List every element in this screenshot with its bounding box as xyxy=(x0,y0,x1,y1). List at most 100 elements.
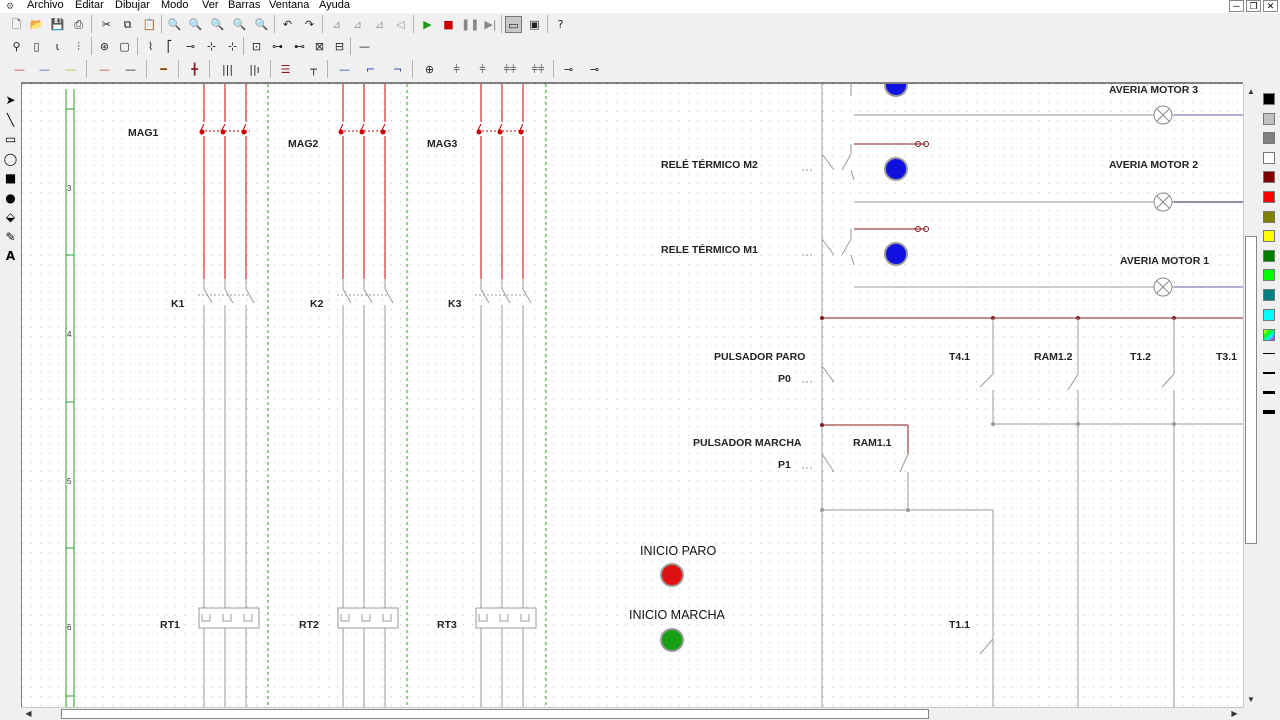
tee-icon[interactable]: ┬ xyxy=(310,63,317,76)
horizontal-scrollbar[interactable]: ◀ ▶ xyxy=(21,707,1243,720)
menu-dibujar[interactable]: Dibujar xyxy=(115,0,150,11)
sensor-icon[interactable]: ⊷ xyxy=(294,40,305,53)
copy-icon[interactable]: ⧉ xyxy=(123,18,132,31)
color-swatch[interactable] xyxy=(1263,132,1275,145)
pointer-icon[interactable]: ➤ xyxy=(5,93,16,107)
fill-bucket-icon[interactable]: ⬙ xyxy=(5,210,16,224)
switch-icon[interactable]: ⌇ xyxy=(147,40,154,53)
pushbutton-icon[interactable]: ⚲ xyxy=(12,40,21,53)
color-swatch[interactable] xyxy=(1263,93,1275,105)
new-file-icon[interactable]: 🗋 xyxy=(12,18,21,31)
print-icon[interactable]: ⎙ xyxy=(74,18,83,31)
align-icon[interactable]: ◁ xyxy=(396,18,405,31)
color-swatch[interactable] xyxy=(1263,210,1275,223)
control-wire-icon[interactable]: — xyxy=(339,63,350,76)
pause-icon[interactable]: ❚❚ xyxy=(461,18,480,31)
paste-icon[interactable]: 📋 xyxy=(142,18,157,31)
line-width-option[interactable] xyxy=(1263,410,1275,414)
open-folder-icon[interactable]: 📂 xyxy=(29,18,44,31)
red-wire-icon[interactable]: — xyxy=(14,63,25,76)
menu-ayuda[interactable]: Ayuda xyxy=(319,0,350,11)
cut-icon[interactable]: ✂ xyxy=(101,18,112,31)
contact-icon[interactable]: ɩ xyxy=(55,40,60,53)
stop-icon[interactable]: ■ xyxy=(443,18,454,31)
help-icon[interactable]: ? xyxy=(557,18,564,31)
color-swatch[interactable] xyxy=(1263,191,1275,203)
neutral-wire-icon[interactable]: — xyxy=(125,63,136,76)
filled-ellipse-icon[interactable]: ● xyxy=(5,191,16,205)
text-tool-icon[interactable]: A xyxy=(5,249,16,263)
transformer-icon[interactable]: ⊶ xyxy=(272,40,283,53)
coil-icon[interactable]: ▢ xyxy=(119,40,130,53)
simulation-mode-icon[interactable]: ▭ xyxy=(505,16,522,33)
blue-wire-icon[interactable]: — xyxy=(39,63,50,76)
color-swatch[interactable] xyxy=(1263,308,1275,321)
bus-icon[interactable]: ━ xyxy=(160,63,167,76)
minimize-button[interactable]: ─ xyxy=(1229,0,1244,12)
color-swatch[interactable] xyxy=(1263,230,1275,243)
terminal-icon[interactable]: ⊟ xyxy=(334,40,345,53)
save-icon[interactable]: 💾 xyxy=(50,18,65,31)
scroll-left-icon[interactable]: ◀ xyxy=(25,709,32,718)
line-tool-icon[interactable]: ╲ xyxy=(6,113,15,127)
breaker3-icon[interactable]: ⫩⫩ xyxy=(503,63,517,76)
connector2-icon[interactable]: ⊸ xyxy=(589,63,600,76)
close-button[interactable]: ✕ xyxy=(1263,0,1278,12)
color-swatch[interactable] xyxy=(1263,151,1275,164)
redo-icon[interactable]: ↷ xyxy=(304,18,315,31)
eyedropper-icon[interactable]: ✎ xyxy=(5,230,16,244)
schematic-canvas[interactable]: 3 4 5 6 MAG1 MAG2 MAG3 K1 K2 K3 RT1 RT2 … xyxy=(21,82,1243,708)
menu-archivo[interactable]: Archivo xyxy=(27,0,64,11)
timer-icon[interactable]: ⊡ xyxy=(251,40,262,53)
vertical-scroll-thumb[interactable] xyxy=(1245,236,1257,544)
triple-contact-icon[interactable]: ⫶ xyxy=(77,40,80,53)
zoom-fit-icon[interactable]: 🔍 xyxy=(210,18,225,31)
zoom-in-icon[interactable]: 🔍 xyxy=(167,18,182,31)
line-width-option[interactable] xyxy=(1263,353,1275,354)
color-swatch[interactable] xyxy=(1263,269,1275,282)
phase-wire-icon[interactable]: — xyxy=(99,63,110,76)
undo-icon[interactable]: ↶ xyxy=(282,18,293,31)
control-wire-icon[interactable]: ¬ xyxy=(392,63,403,76)
menu-editar[interactable]: Editar xyxy=(75,0,104,11)
line-width-option[interactable] xyxy=(1263,391,1275,394)
motor-icon[interactable]: ⊛ xyxy=(99,40,110,53)
rectangle-tool-icon[interactable]: ▭ xyxy=(4,132,17,146)
monitor-icon[interactable]: ▣ xyxy=(529,18,540,31)
restore-button[interactable]: ❐ xyxy=(1246,0,1261,12)
menu-ver[interactable]: Ver xyxy=(202,0,219,11)
fuse-link-icon[interactable]: ⊕ xyxy=(424,63,435,76)
horizontal-bus-icon[interactable]: ☰ xyxy=(280,63,291,76)
line-width-option[interactable] xyxy=(1263,372,1275,374)
junction-icon[interactable]: ⊹ xyxy=(227,40,238,53)
yellow-wire-icon[interactable]: — xyxy=(65,63,76,76)
color-swatch[interactable] xyxy=(1263,249,1275,262)
breaker-icon[interactable]: ⫩ xyxy=(453,63,460,76)
cross-junction-icon[interactable]: ╋ xyxy=(191,63,198,76)
ellipse-tool-icon[interactable]: ◯ xyxy=(3,152,18,166)
color-swatch[interactable] xyxy=(1263,112,1275,125)
breaker2-icon[interactable]: ⫩ xyxy=(479,63,486,76)
menu-ventana[interactable]: Ventana xyxy=(269,0,310,11)
junction-icon[interactable]: ⊹ xyxy=(206,40,217,53)
zoom-out-icon[interactable]: 🔍 xyxy=(188,18,203,31)
fuse-icon[interactable]: ▯ xyxy=(33,40,40,53)
connector-icon[interactable]: ⊸ xyxy=(563,63,574,76)
align-icon[interactable]: ⊿ xyxy=(331,18,342,31)
scroll-right-icon[interactable]: ▶ xyxy=(1231,709,1238,718)
step-icon[interactable]: ▶| xyxy=(484,18,497,31)
align-icon[interactable]: ⊿ xyxy=(352,18,363,31)
align-icon[interactable]: ⊿ xyxy=(374,18,385,31)
filled-rectangle-icon[interactable]: ■ xyxy=(4,171,17,185)
scroll-down-icon[interactable]: ▼ xyxy=(1247,695,1255,704)
horizontal-scroll-thumb[interactable] xyxy=(61,709,929,719)
node-icon[interactable]: ⊸ xyxy=(185,40,196,53)
switch-no-icon[interactable]: ⎡ xyxy=(166,40,173,53)
scroll-up-icon[interactable]: ▲ xyxy=(1247,87,1255,96)
menu-barras[interactable]: Barras xyxy=(228,0,261,11)
menu-modo[interactable]: Modo xyxy=(161,0,189,11)
control-wire-icon[interactable]: ⌐ xyxy=(365,63,376,76)
three-phase-n-icon[interactable]: ||ı xyxy=(249,63,260,76)
wire-icon[interactable]: — xyxy=(359,40,370,53)
play-icon[interactable]: ▶ xyxy=(423,18,432,31)
